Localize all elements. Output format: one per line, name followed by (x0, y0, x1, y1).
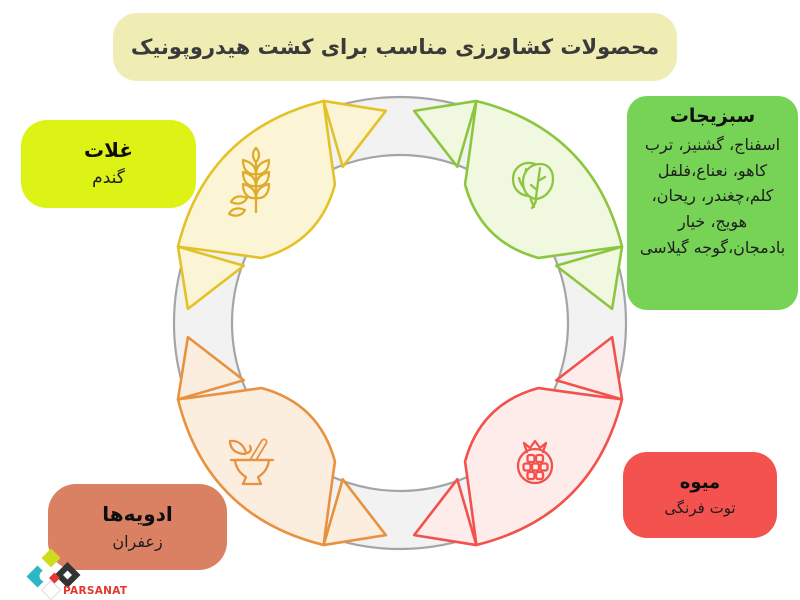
ribbon-fruits (412, 335, 624, 547)
vegetables-items: اسفناج، گشنیز، ترب کاهو، نعناع،فلفل کلم،… (639, 134, 786, 258)
page-title: محصولات کشاورزی مناسب برای کشت هیدروپونی… (130, 35, 660, 59)
cereals-items: گندم (92, 168, 125, 189)
fruits-items: توت فرنگی (664, 499, 736, 518)
ring-inner-edge (230, 153, 570, 493)
fruits-title: میوه (679, 471, 721, 493)
spices-items: زعفران (112, 531, 163, 551)
spices-label-card: ادویه‌ها زعفران (48, 484, 227, 570)
brand-name: PARSANAT (63, 585, 128, 597)
vegetables-title: سبزیجات (669, 105, 756, 127)
logo-diamond-red (49, 572, 60, 584)
vegetables-label-card: سبزیجات اسفناج، گشنیز، ترب کاهو، نعناع،ف… (627, 96, 798, 310)
title-banner: محصولات کشاورزی مناسب برای کشت هیدروپونی… (113, 13, 677, 81)
logo-teal-notch (39, 570, 51, 582)
cereals-title: غلات (84, 138, 133, 163)
spices-title: ادویه‌ها (102, 501, 173, 526)
leaves-icon (511, 161, 555, 210)
logo-diamond-white (40, 579, 62, 600)
parsanat-logo: PARSANAT (26, 548, 128, 600)
pomegranate-icon (516, 439, 554, 485)
cereals-label-card: غلات گندم (21, 120, 196, 208)
fruits-label-card: میوه توت فرنگی (623, 452, 777, 538)
ring-band (174, 97, 626, 549)
ring-outer-edge (172, 95, 628, 551)
logo-diamond-yellow (41, 548, 61, 568)
ring (172, 95, 628, 551)
mortar-pestle-icon (228, 438, 275, 486)
wheat-icon (227, 146, 271, 217)
logo-black-diamond-hole (63, 570, 72, 580)
